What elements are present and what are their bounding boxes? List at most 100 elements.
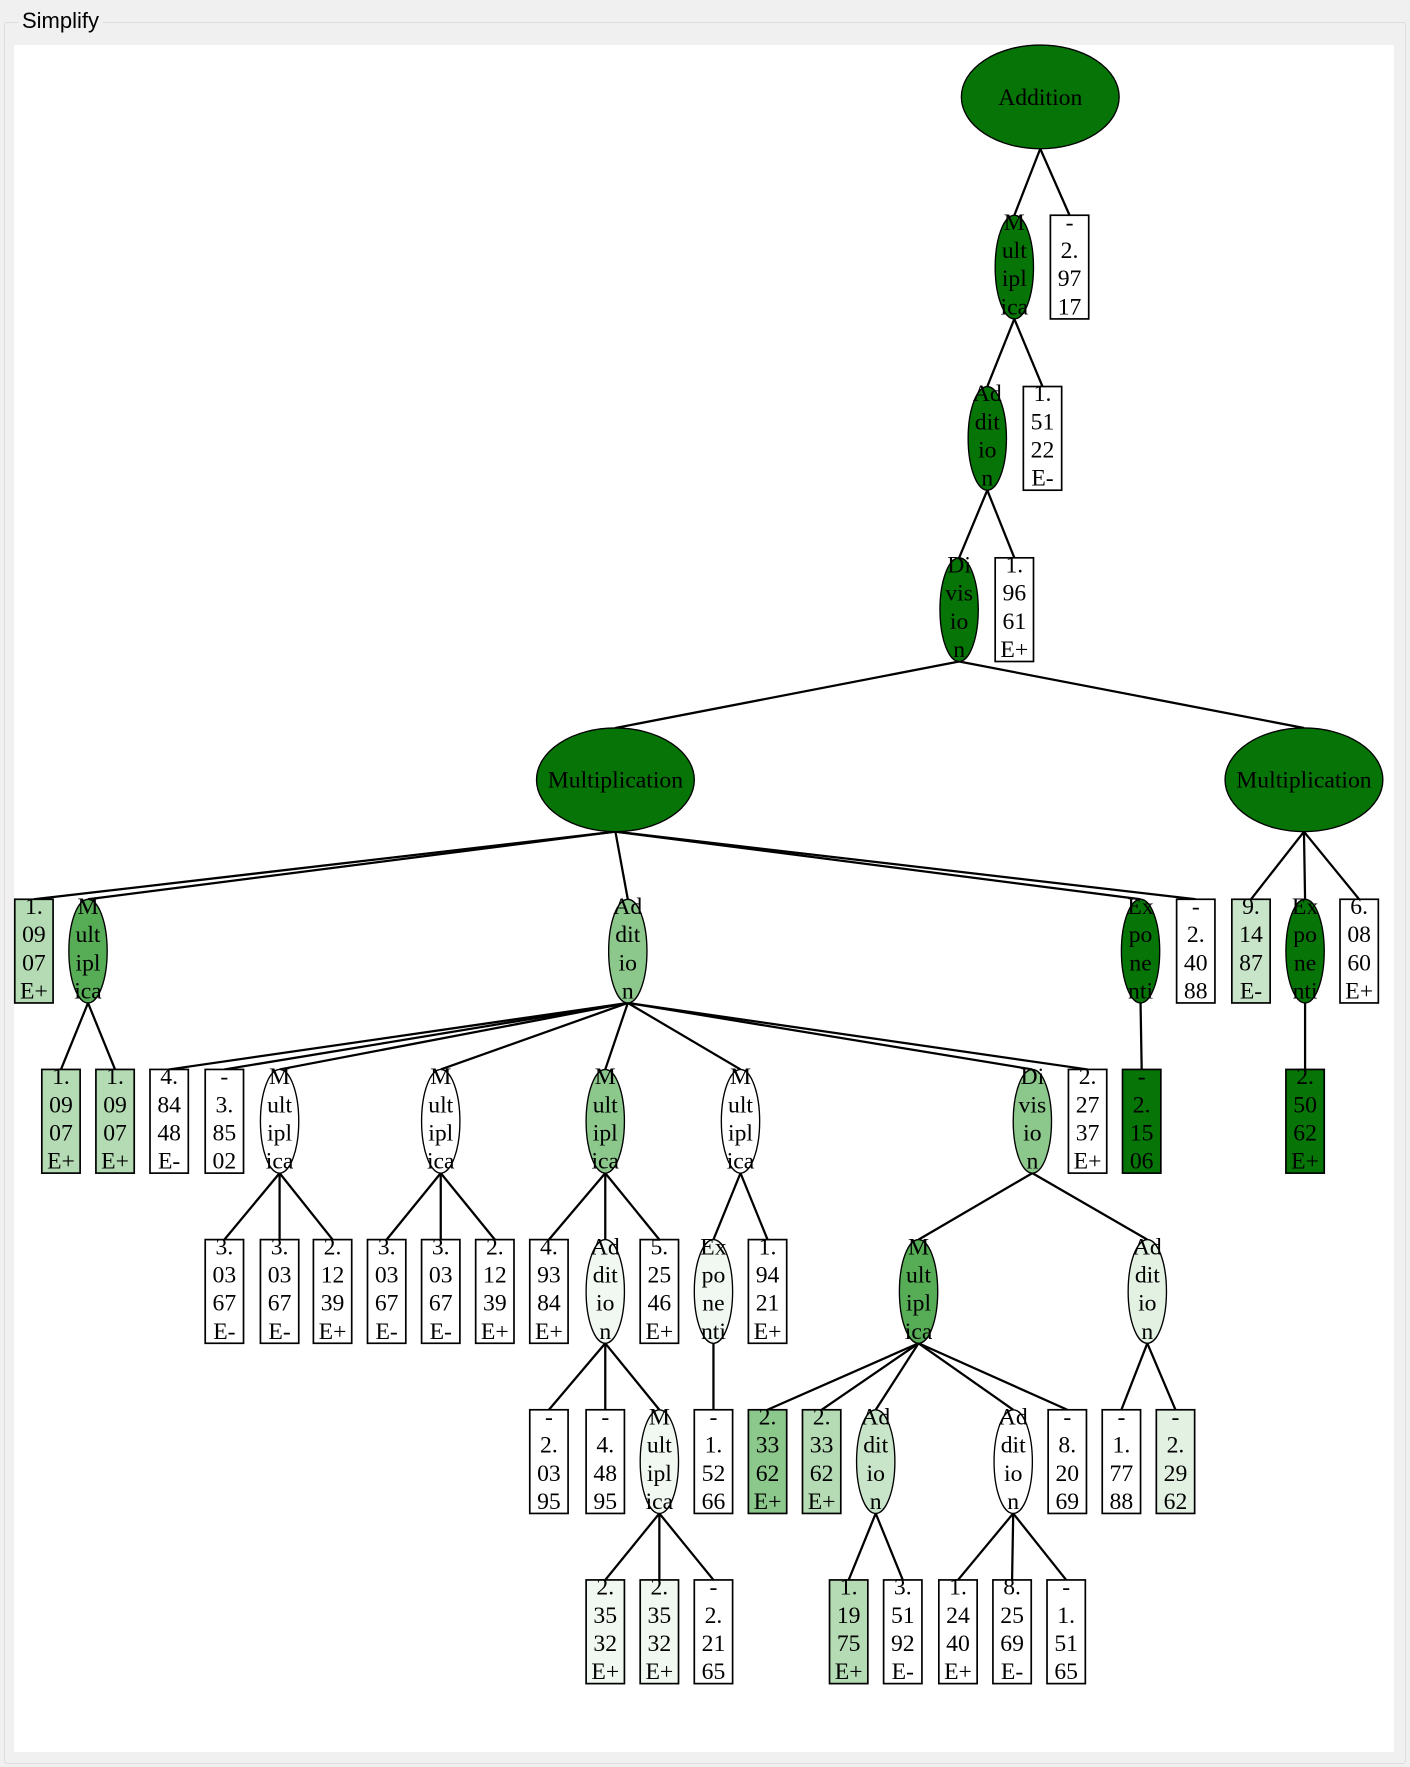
operator-node[interactable]: Multiplica [639, 1404, 680, 1515]
node-label-line: 35 [593, 1603, 617, 1629]
operator-node[interactable]: Multiplica [259, 1064, 300, 1175]
node-label-line: 4. [160, 1064, 178, 1090]
operator-node[interactable]: Multiplica [68, 894, 108, 1005]
node-box [1022, 385, 1063, 492]
node-label-line: 3. [271, 1234, 289, 1260]
node-box [585, 1408, 626, 1515]
operator-node[interactable]: Addition [1127, 1234, 1168, 1345]
node-label-line: 96 [1003, 581, 1027, 607]
node-label-line: 5. [650, 1234, 668, 1260]
node-label-line: Ex [700, 1234, 726, 1260]
operator-node[interactable]: Addition [607, 894, 648, 1005]
node-label-line: E+ [481, 1319, 509, 1345]
node-ellipse [967, 385, 1008, 491]
node-label-line: ica [266, 1149, 294, 1175]
node-label-line: 67 [429, 1291, 453, 1317]
node-label-line: E- [375, 1319, 397, 1345]
operator-node[interactable]: Multiplica [585, 1064, 626, 1175]
operator-node[interactable]: Multiplica [420, 1064, 461, 1175]
operator-node[interactable]: Multiplication [1224, 727, 1384, 833]
node-ellipse [420, 1068, 461, 1174]
node-label-line: 62 [810, 1461, 834, 1487]
node-label-line: 2. [813, 1404, 831, 1430]
node-label-line: 48 [593, 1461, 617, 1487]
node-label-line: E+ [101, 1149, 129, 1175]
operator-node[interactable]: Multiplication [535, 727, 695, 833]
operator-node[interactable]: Multiplica [898, 1234, 939, 1345]
tree-edge [627, 1001, 1033, 1071]
node-ellipse [960, 44, 1120, 150]
node-box [204, 1238, 245, 1345]
operator-node[interactable]: Addition [960, 44, 1120, 150]
operator-node[interactable]: Addition [993, 1404, 1034, 1515]
node-label-line: - [1117, 1404, 1125, 1430]
node-box [1175, 898, 1216, 1004]
vertical-scrollbar[interactable] [1394, 45, 1402, 1752]
node-label-line: E+ [591, 1659, 619, 1685]
node-label-line: ipl [728, 1120, 753, 1146]
node-label-line: 77 [1110, 1461, 1134, 1487]
node-box [1049, 214, 1090, 320]
operator-node[interactable]: Addition [585, 1234, 626, 1345]
tree-edge [548, 1172, 607, 1241]
node-label-line: 17 [1058, 294, 1082, 320]
node-box [13, 898, 54, 1004]
node-label: Addition [998, 85, 1082, 111]
operator-node[interactable]: Multiplica [720, 1064, 761, 1175]
operator-node[interactable]: Addition [967, 381, 1008, 492]
operator-node[interactable]: Addition [855, 1404, 896, 1515]
node-label-line: 03 [429, 1262, 453, 1288]
tree-edge [986, 318, 1016, 387]
operator-node[interactable]: Multiplica [994, 210, 1035, 321]
node-label-line: 09 [22, 922, 46, 948]
node-box [1230, 898, 1271, 1004]
tree-edge [658, 1512, 715, 1581]
node-label-line: 2. [596, 1575, 614, 1601]
node-box [585, 1579, 626, 1685]
